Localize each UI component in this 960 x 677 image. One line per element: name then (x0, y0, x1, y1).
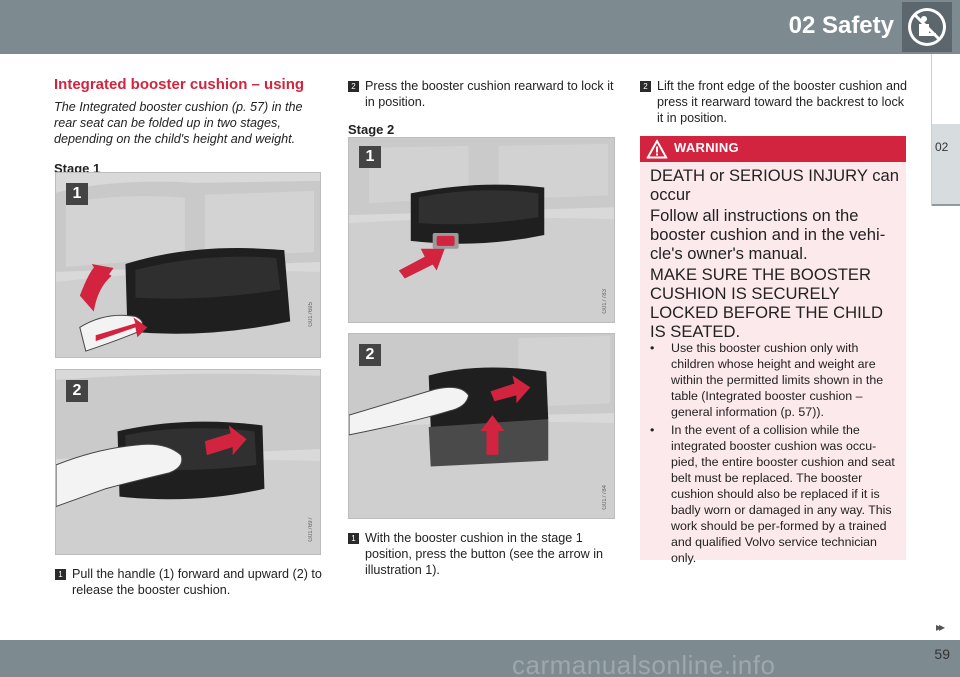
side-tab-divider (931, 54, 932, 206)
warning-line-2: Follow all instructions on the booster c… (650, 206, 886, 263)
watermark: carmanualsonline.info (512, 650, 776, 677)
column-1: Integrated booster cushion – using The I… (54, 76, 322, 176)
figure-code: G017695 (308, 302, 314, 327)
warning-triangle-icon (646, 139, 668, 159)
next-page-arrows[interactable]: ▸▸ (935, 620, 945, 634)
warning-line-3: MAKE SURE THE BOOSTER CUSHION IS SECUREL… (650, 265, 883, 341)
bullet-dot: • (650, 423, 655, 437)
bullet-text: Use this booster cushion only with child… (671, 341, 884, 419)
step-number: 1 (55, 569, 66, 580)
figure-code: G017783 (602, 289, 608, 314)
step-text: Pull the handle (1) forward and upward (… (72, 567, 322, 597)
warning-bullet-1: • Use this booster cushion only with chi… (650, 340, 902, 420)
figure-code: G017697 (308, 517, 314, 542)
figure-stage1-press-rearward: 2 G017697 (55, 369, 321, 555)
figure-badge: 2 (359, 344, 381, 366)
step-text: Press the booster cushion rearward to lo… (365, 79, 614, 109)
figure-badge: 2 (66, 380, 88, 402)
step-number: 2 (640, 81, 651, 92)
section-intro: The Integrated booster cushion (p. 57) i… (54, 100, 303, 146)
figure-code: G017784 (602, 485, 608, 510)
figure-badge: 1 (359, 146, 381, 168)
chapter-tab[interactable] (932, 124, 960, 206)
stage1-step-2: 2 Press the booster cushion rearward to … (348, 78, 614, 110)
page-header: 02 Safety (0, 0, 960, 54)
warning-box: WARNING DEATH or SERIOUS INJURY can occu… (640, 136, 906, 565)
step-number: 2 (348, 81, 359, 92)
warning-header: WARNING (640, 136, 906, 162)
step-text: With the booster cushion in the stage 1 … (365, 531, 604, 577)
step-number: 1 (348, 533, 359, 544)
bullet-dot: • (650, 341, 655, 355)
chapter-tab-label: 02 (935, 140, 949, 154)
step-text: Lift the front edge of the booster cushi… (657, 79, 907, 125)
bullet-text: In the event of a collision while the in… (671, 423, 895, 565)
chapter-title: 02 Safety (788, 12, 894, 39)
section-title: Integrated booster cushion – using (54, 76, 305, 93)
page-number: 59 (934, 646, 950, 662)
figure-stage2-press-button: 1 G017783 (348, 137, 615, 323)
stage1-step-1: 1 Pull the handle (1) forward and upward… (55, 566, 323, 598)
warning-title: WARNING (674, 140, 739, 155)
figure-badge: 1 (66, 183, 88, 205)
page-footer (0, 640, 960, 677)
figure-stage1-pull-handle: 1 G017695 (55, 172, 321, 358)
stage2-step-1: 1 With the booster cushion in the stage … (348, 530, 614, 578)
figure-stage2-lift-and-press: 2 G017784 (348, 333, 615, 519)
no-child-seat-icon (902, 2, 952, 52)
warning-line-1: DEATH or SERIOUS INJURY can occur (650, 166, 899, 204)
warning-bullet-2: • In the event of a collision while the … (650, 422, 902, 566)
stage-2-heading: Stage 2 (348, 122, 395, 137)
stage2-step-2: 2 Lift the front edge of the booster cus… (640, 78, 908, 126)
